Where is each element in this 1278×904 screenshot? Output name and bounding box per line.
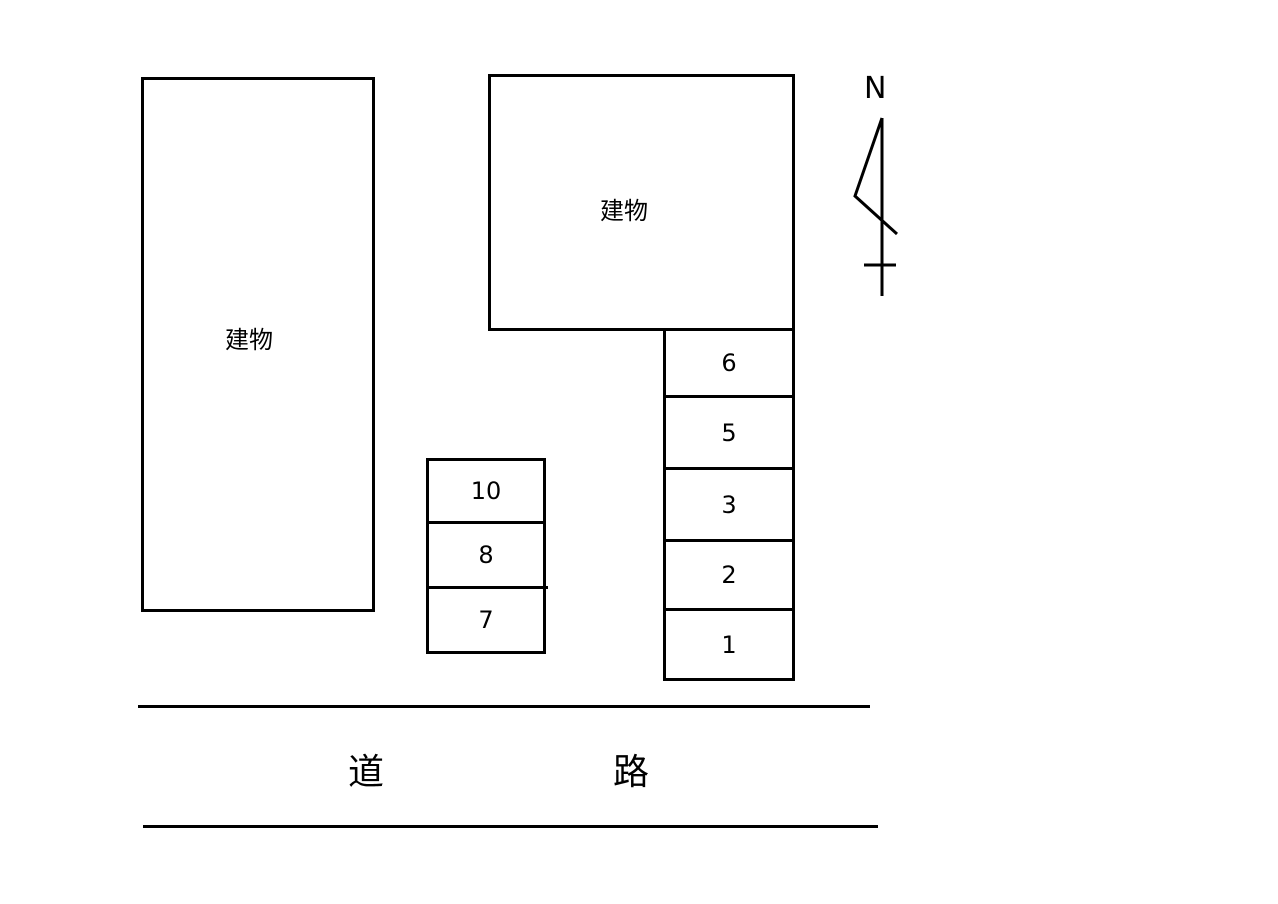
parking-slot: 5 (721, 418, 737, 447)
parking-divider (663, 467, 795, 470)
parking-slot: 2 (721, 561, 737, 589)
parking-divider (663, 608, 795, 611)
road-edge-top (138, 705, 870, 708)
parking-slot: 3 (721, 490, 737, 519)
north-arrow-icon (853, 117, 899, 296)
north-label: N (864, 71, 887, 106)
parking-slot: 6 (721, 349, 737, 377)
parking-divider (663, 395, 795, 398)
parking-slot: 7 (478, 606, 494, 634)
building-left (141, 77, 375, 612)
building-right-label: 建物 (600, 197, 648, 225)
building-right (488, 74, 795, 331)
parking-slot: 8 (478, 541, 494, 569)
parking-divider (426, 586, 548, 589)
parking-slot: 1 (721, 630, 737, 659)
parking-column-right (663, 328, 795, 681)
parking-divider (663, 539, 795, 542)
road-edge-bottom (143, 825, 878, 828)
parking-column-left (426, 458, 546, 654)
building-left-label: 建物 (225, 326, 273, 354)
parking-divider (426, 521, 546, 524)
road-label-char: 路 (613, 752, 650, 793)
road-label-char: 道 (348, 752, 385, 793)
parking-slot: 10 (470, 477, 502, 505)
